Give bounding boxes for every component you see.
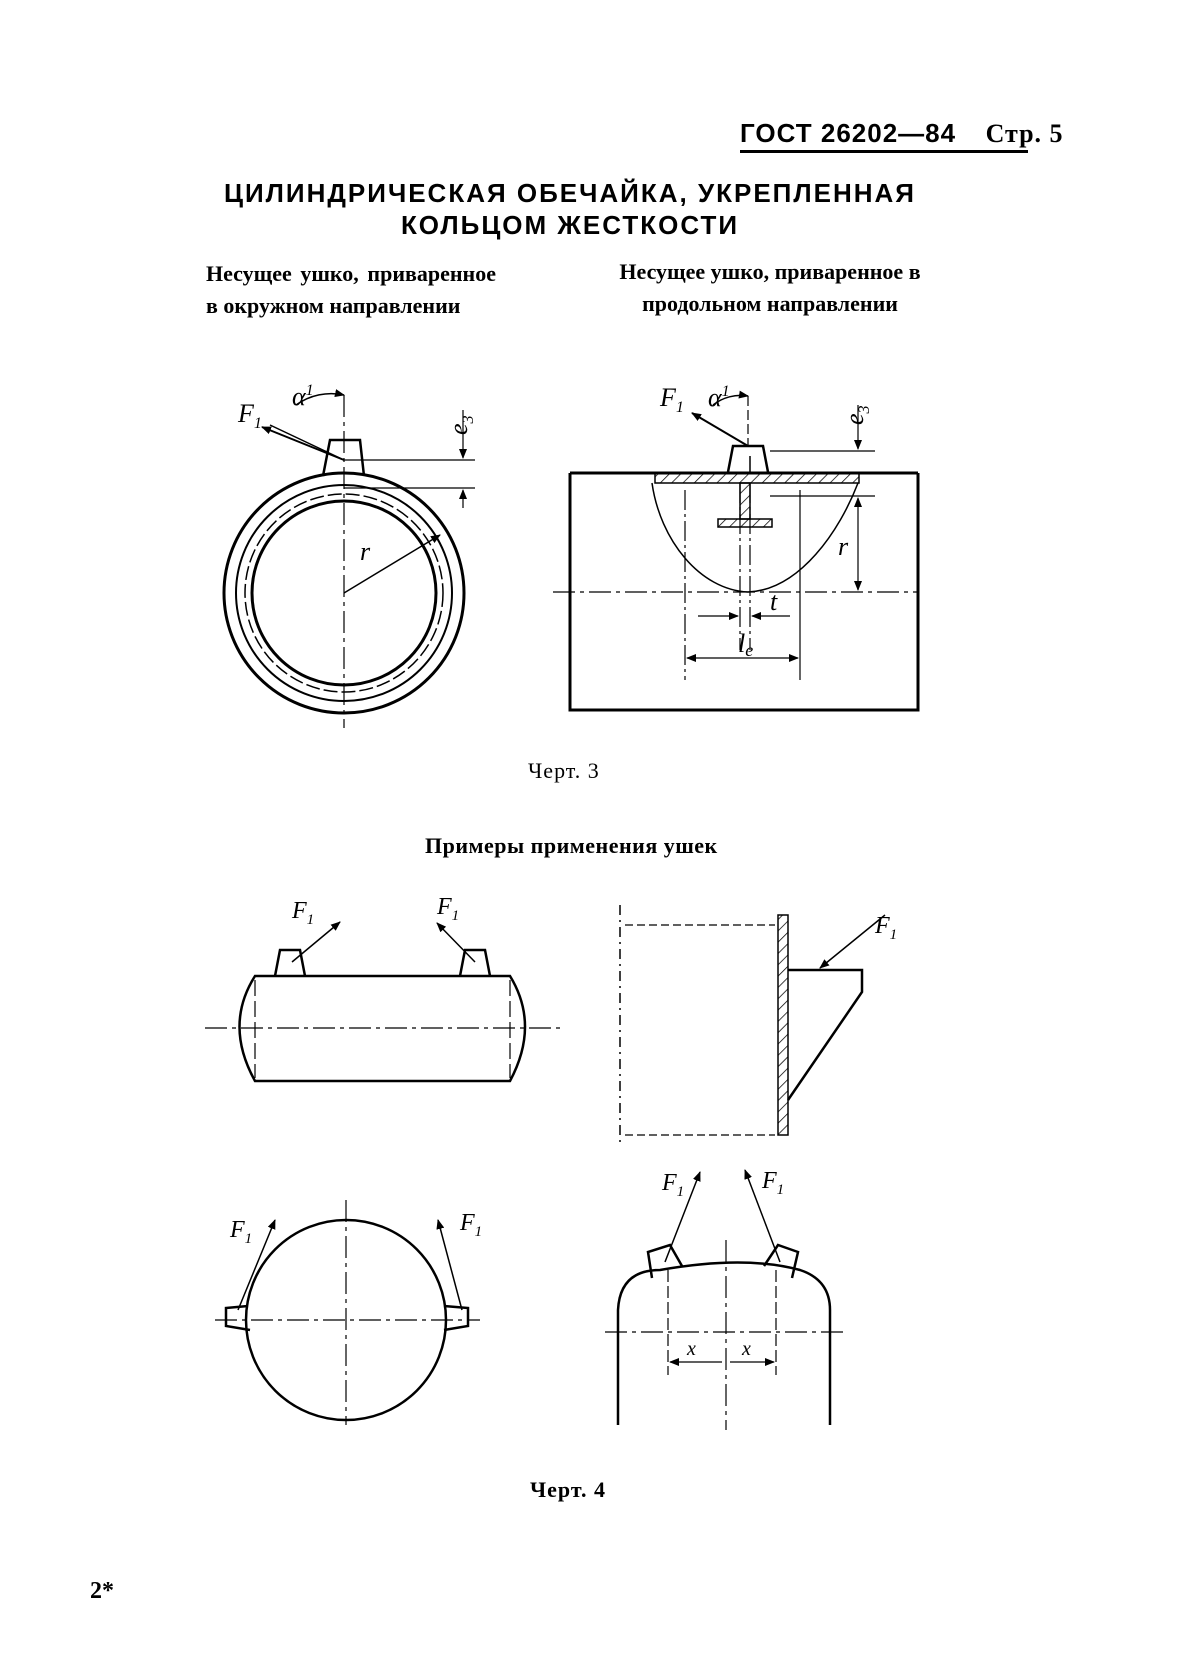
page-title-line-2: КОЛЬЦОМ ЖЕСТКОСТИ — [400, 210, 740, 240]
fig3-left-force-label: F1 — [237, 399, 262, 432]
fig3-right-angle-label: α1 — [708, 383, 730, 412]
fig3-right-force-label: F1 — [659, 383, 684, 416]
page-title-line-1: ЦИЛИНДРИЧЕСКАЯ ОБЕЧАЙКА, УКРЕПЛЕННАЯ — [224, 178, 916, 208]
fig4-circle-labels: F1 F1 — [229, 1210, 482, 1247]
fig3-section-view — [553, 390, 920, 712]
fig4-a-force-label-1: F1 — [291, 898, 314, 928]
fig4-dished-head — [605, 1169, 845, 1430]
fig4-distance-label-1: x — [686, 1338, 696, 1360]
fig4-d-force-label-2: F1 — [761, 1168, 784, 1198]
header-rule — [740, 150, 1028, 153]
fig4-horizontal-vessel — [205, 921, 560, 1083]
figure4-caption: Черт. 4 — [530, 1477, 607, 1502]
fig3-right-eccentricity-label: e3 — [840, 405, 873, 425]
page-footnote-marker: 2* — [90, 1578, 114, 1604]
caption-circumferential: Несущее ушко, приваренное в окружном нап… — [206, 261, 496, 318]
fig3-thickness-label: t — [770, 587, 778, 616]
fig3-left-eccentricity-label: e3 — [444, 415, 477, 435]
fig3-ring-view — [222, 389, 475, 728]
fig3-left-radius-label: r — [360, 537, 371, 566]
fig4-head-labels: F1 F1 x x — [661, 1168, 784, 1360]
fig3-section-labels: F1 α1 e3 r t le — [659, 383, 873, 660]
fig3-ring-labels: F1 α1 e3 r — [237, 382, 477, 566]
fig4-wall-bracket — [619, 905, 886, 1145]
fig4-a-force-label-2: F1 — [436, 894, 459, 924]
fig4-d-force-label-1: F1 — [661, 1170, 684, 1200]
fig4-bracket-labels: F1 — [874, 913, 897, 943]
figure3-caption: Черт. 3 — [528, 758, 600, 783]
standard-number: ГОСТ 26202—84 — [740, 118, 957, 148]
fig4-b-force-label: F1 — [874, 913, 897, 943]
document-header: ГОСТ 26202—84 Стр. 5 — [740, 118, 1063, 149]
fig4-circular-section — [215, 1200, 480, 1425]
fig4-c-force-label-1: F1 — [229, 1217, 252, 1247]
fig4-distance-label-2: x — [741, 1338, 751, 1360]
page-number: Стр. 5 — [985, 119, 1064, 148]
caption-longitudinal: Несущее ушко, приваренное в продольном н… — [619, 259, 921, 316]
fig4-horizontal-labels: F1 F1 — [291, 894, 459, 928]
fig3-length-label: le — [738, 629, 753, 660]
fig3-left-angle-label: α1 — [292, 382, 314, 411]
fig3-right-radius-label: r — [838, 532, 849, 561]
section-title: Примеры применения ушек — [425, 833, 718, 858]
fig4-c-force-label-2: F1 — [459, 1210, 482, 1240]
